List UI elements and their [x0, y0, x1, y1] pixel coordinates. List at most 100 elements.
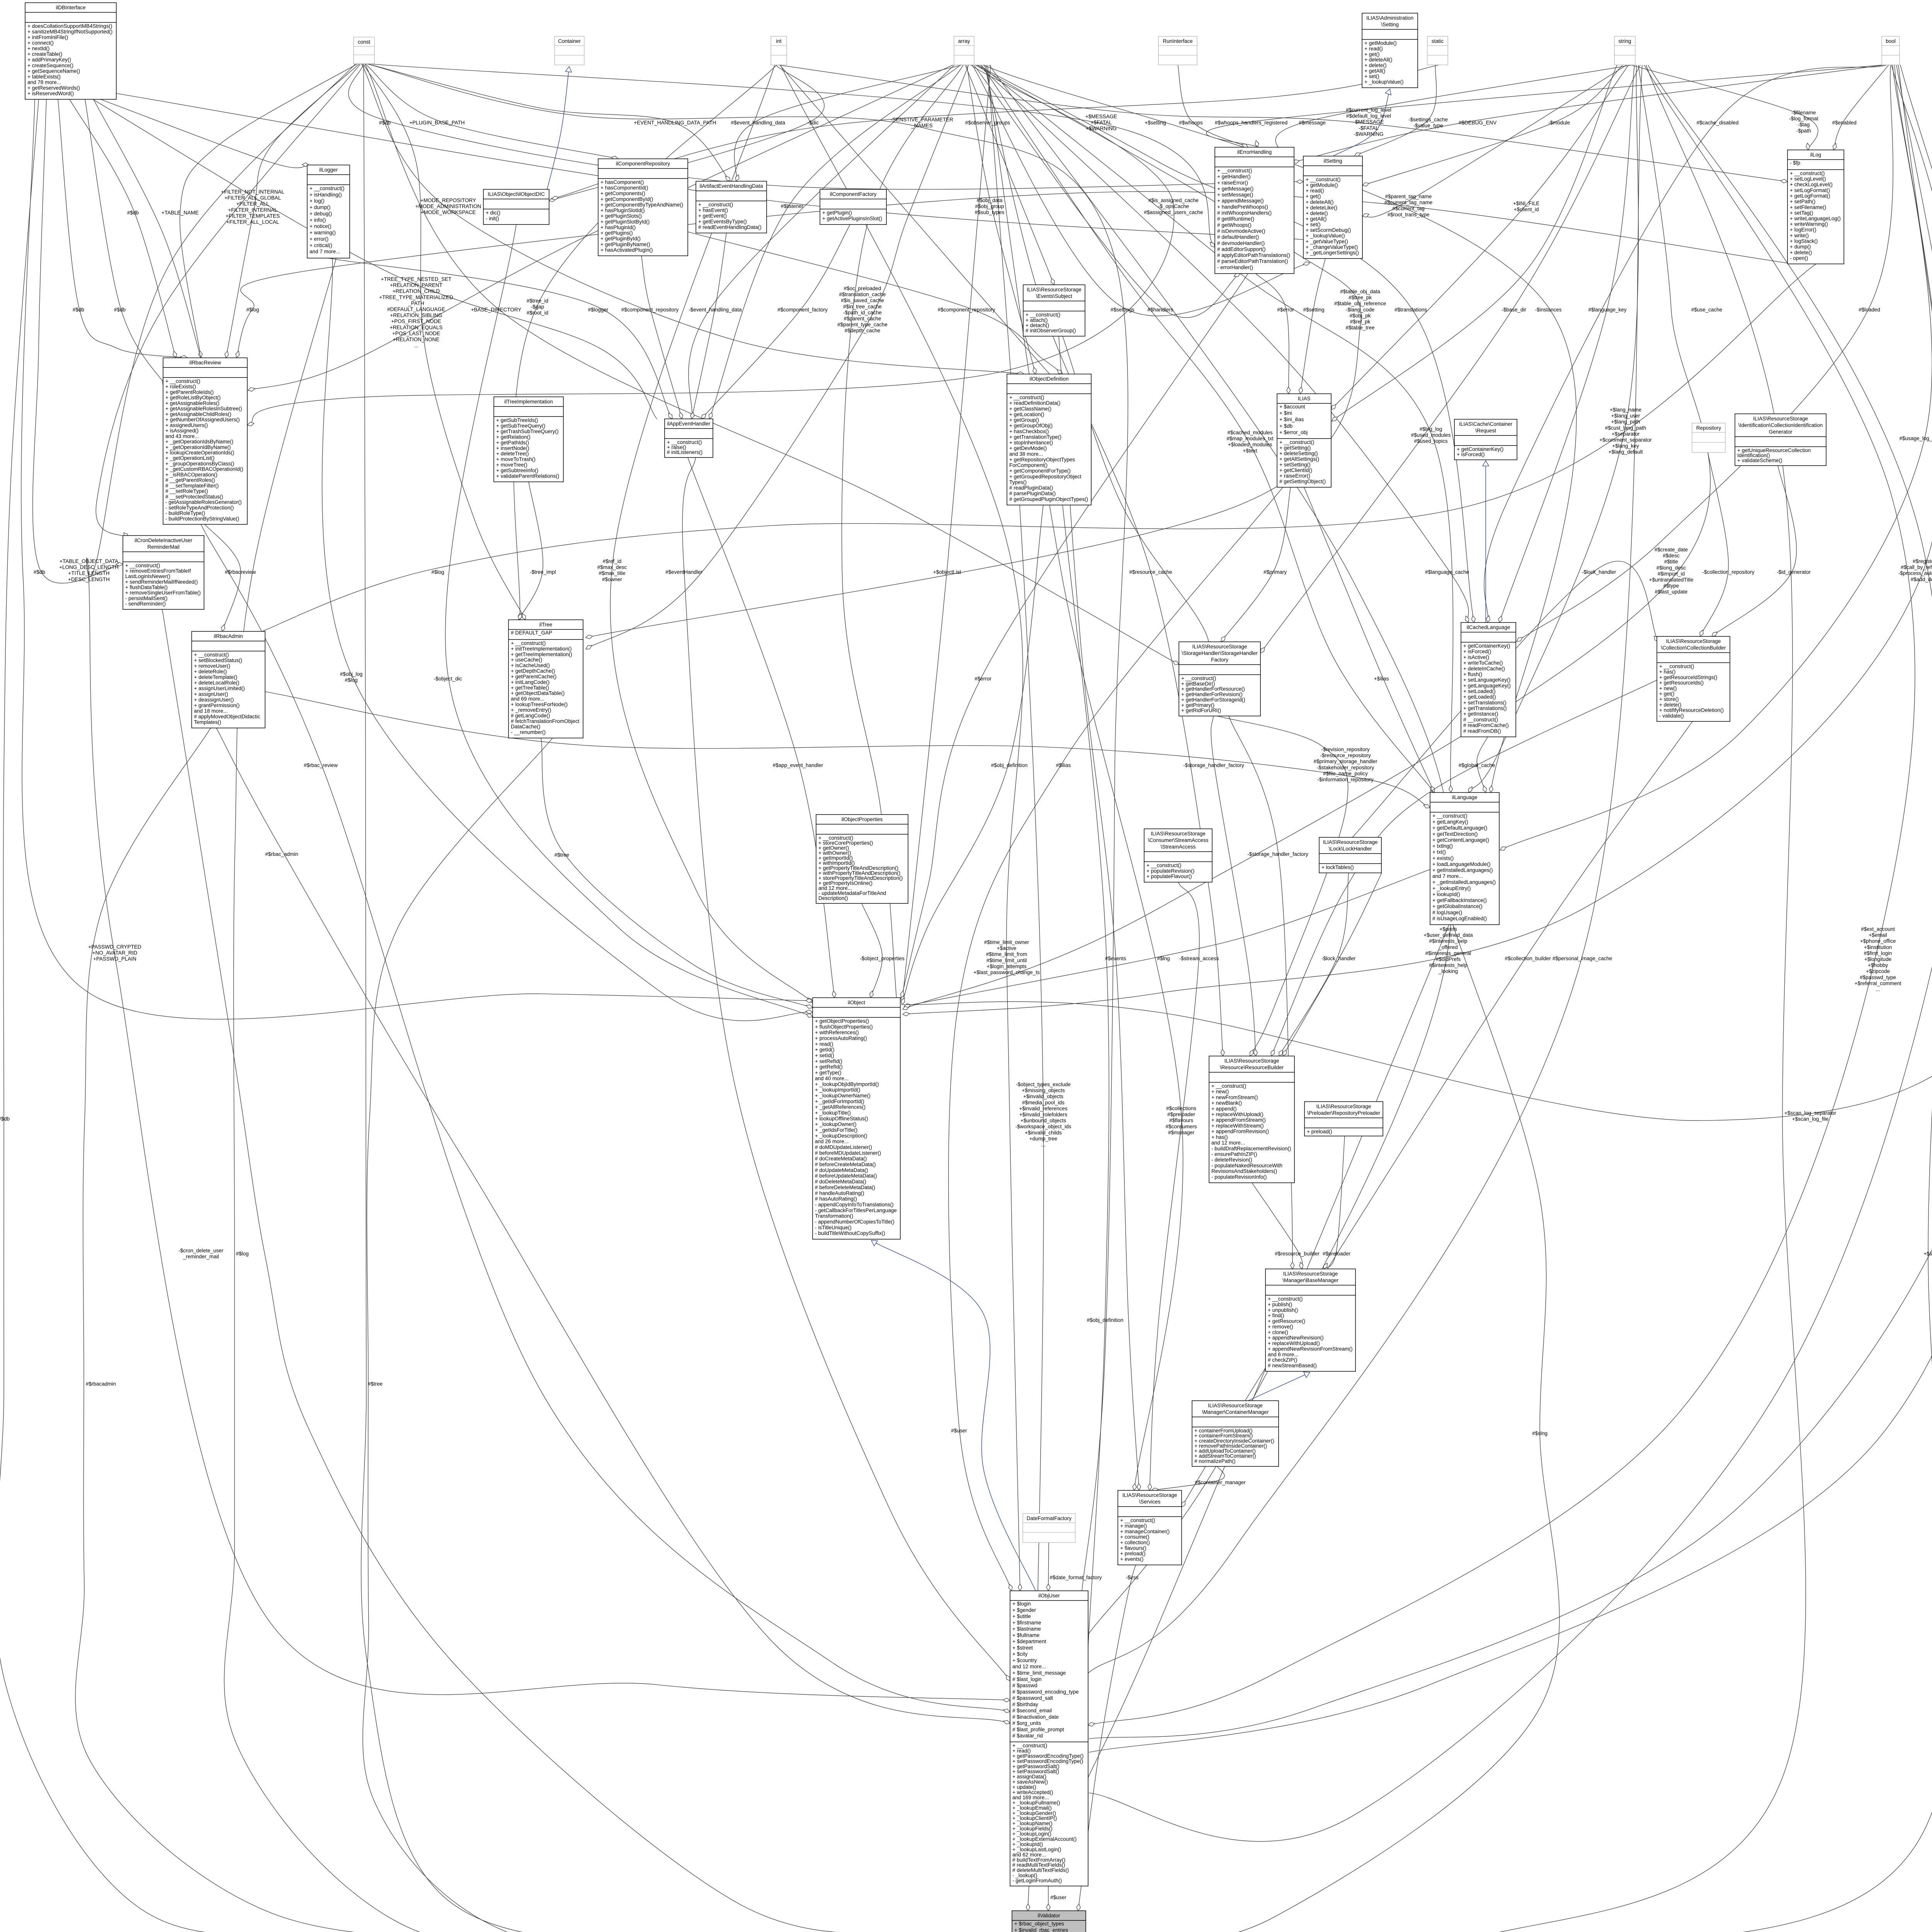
- svg-text:array: array: [958, 38, 970, 44]
- svg-text:-$collection_repository: -$collection_repository: [1702, 569, 1754, 575]
- svg-text:ILIAS\ResourceStorage: ILIAS\ResourceStorage: [1753, 416, 1808, 422]
- svg-text:+ _getIdsForTitle(): + _getIdsForTitle(): [815, 1127, 857, 1133]
- svg-text:ILIAS\ResourceStorage: ILIAS\ResourceStorage: [1323, 839, 1378, 845]
- svg-text:+TREE_TYPE_MATERIALIZED: +TREE_TYPE_MATERIALIZED: [379, 294, 453, 300]
- svg-text:+ hasCheckbox(): + hasCheckbox(): [1009, 429, 1049, 434]
- svg-text:- deleteRevision(): - deleteRevision(): [1211, 1157, 1252, 1163]
- svg-text:+ read(): + read(): [815, 1041, 833, 1047]
- svg-text:- errorHandler(): - errorHandler(): [1217, 264, 1253, 270]
- svg-text:#$slng: #$slng: [1532, 1430, 1548, 1436]
- svg-text:- persistMailSent(): - persistMailSent(): [125, 595, 168, 601]
- svg-text:+ deleteTree(): + deleteTree(): [496, 451, 529, 457]
- svg-text:+ _getLongerSettings(): + _getLongerSettings(): [1306, 250, 1359, 255]
- svg-text:- init(): - init(): [486, 216, 499, 221]
- svg-text:+ getParentCache(): + getParentCache(): [511, 674, 556, 680]
- svg-text:+TABLE_OBJECT_DATA: +TABLE_OBJECT_DATA: [60, 558, 118, 564]
- svg-text:-$tag: -$tag: [1798, 122, 1810, 128]
- svg-text:-$object_types_exclude: -$object_types_exclude: [1016, 1082, 1071, 1087]
- svg-text:#$parent_type_cache: #$parent_type_cache: [837, 322, 888, 328]
- svg-text:+ $invalid_rbac_entries: + $invalid_rbac_entries: [1014, 1927, 1068, 1932]
- svg-text:string: string: [1618, 38, 1631, 44]
- svg-text:# $org_units: # $org_units: [1012, 1720, 1041, 1726]
- svg-text:+ raise(): + raise(): [667, 444, 686, 450]
- svg-text:-$filename: -$filename: [1791, 110, 1816, 116]
- svg-text:+ $department: + $department: [1012, 1639, 1046, 1645]
- svg-text:-$workspace_object_ids: -$workspace_object_ids: [1015, 1124, 1071, 1129]
- svg-text:...: ...: [414, 343, 418, 349]
- svg-text:\Preloader\RepositoryPreloader: \Preloader\RepositoryPreloader: [1307, 1110, 1381, 1116]
- svg-text:+ getSetting(): + getSetting(): [1279, 445, 1311, 451]
- svg-text:+ getModule(): + getModule(): [1364, 40, 1397, 46]
- svg-text:+ __construct(): + __construct(): [310, 185, 344, 191]
- svg-text:#$app_event_handler: #$app_event_handler: [773, 762, 823, 768]
- svg-text:Repository: Repository: [1696, 425, 1721, 431]
- svg-text:DataCache(): DataCache(): [511, 724, 541, 730]
- svg-text:#$setting: #$setting: [1303, 307, 1325, 313]
- svg-text:+$unbound_objects: +$unbound_objects: [1020, 1118, 1066, 1124]
- svg-text:# readEventHandlingData(): # readEventHandlingData(): [698, 224, 762, 230]
- svg-text:+ dump(): + dump(): [1790, 244, 1811, 250]
- svg-text:#$parent_tag_name: #$parent_tag_name: [1385, 194, 1432, 199]
- svg-text:+ setId(): + setId(): [815, 1053, 834, 1058]
- svg-text:-$lock_handler: -$lock_handler: [1321, 956, 1356, 961]
- svg-text:#$lng: #$lng: [1157, 956, 1170, 961]
- svg-text:# logUsage(): # logUsage(): [1432, 910, 1462, 915]
- svg-text:+ writeToCache(): + writeToCache(): [1463, 660, 1503, 666]
- svg-text:# getGroupedPluginObjectTypes(: # getGroupedPluginObjectTypes(): [1009, 496, 1088, 502]
- svg-text:#$obj_data: #$obj_data: [977, 197, 1003, 203]
- svg-text:+$MESSAGE: +$MESSAGE: [1085, 114, 1117, 119]
- svg-text:-$module: -$module: [1548, 120, 1570, 126]
- svg-text:+ writeWarning(): + writeWarning(): [1790, 221, 1828, 227]
- svg-text:+ $time_limit_message: + $time_limit_message: [1012, 1670, 1066, 1676]
- svg-text:Templates(): Templates(): [194, 719, 221, 725]
- svg-text:# $last_login: # $last_login: [1012, 1676, 1042, 1682]
- svg-text:_offered: _offered: [1438, 944, 1458, 950]
- svg-text:-$cron_delete_user: -$cron_delete_user: [179, 1248, 224, 1253]
- svg-text:#$error: #$error: [1277, 307, 1294, 313]
- svg-text:+ deleteAll(): + deleteAll(): [1364, 57, 1392, 63]
- svg-text:+ getComponents(): + getComponents(): [600, 190, 645, 196]
- svg-text:+ getLoaded(): + getLoaded(): [1463, 694, 1496, 700]
- svg-text:ilArtifactEventHandlingData: ilArtifactEventHandlingData: [699, 183, 763, 189]
- svg-text:# initWhoopsHandlers(): # initWhoopsHandlers(): [1217, 210, 1272, 216]
- svg-text:+ containerFromStream(): + containerFromStream(): [1194, 1433, 1253, 1439]
- svg-text:and 18 more...: and 18 more...: [194, 708, 228, 714]
- svg-text:+ getPasswordSalt(): + getPasswordSalt(): [1012, 1764, 1060, 1769]
- svg-text:+ __construct(): + __construct(): [1026, 312, 1060, 318]
- svg-text:+ _changeValueType(): + _changeValueType(): [1306, 244, 1358, 250]
- svg-text:#$in_tree_cache: #$in_tree_cache: [843, 304, 882, 310]
- svg-text:and 6 more...: and 6 more...: [1268, 1352, 1299, 1357]
- svg-text:\StreamAccess: \StreamAccess: [1161, 844, 1196, 850]
- svg-text:#$table_tree: #$table_tree: [1345, 325, 1374, 331]
- svg-text:#$interests_general: #$interests_general: [1425, 950, 1471, 956]
- svg-text:+ getAssignableChildRoles(): + getAssignableChildRoles(): [165, 411, 231, 417]
- svg-text:# doCreateMetaData(): # doCreateMetaData(): [815, 1156, 867, 1162]
- svg-text:+ initTreeImplementation(): + initTreeImplementation(): [511, 646, 571, 651]
- svg-text:+ setPasswordEncodingType(): + setPasswordEncodingType(): [1012, 1758, 1083, 1764]
- svg-text:#$tree_id: #$tree_id: [527, 298, 548, 304]
- svg-text:+POS_LAST_NODE: +POS_LAST_NODE: [392, 330, 440, 336]
- svg-text:#$error: #$error: [975, 676, 992, 682]
- svg-text:#$log: #$log: [431, 569, 444, 575]
- svg-text:+ appendNewRevisionFromStream(: + appendNewRevisionFromStream(): [1268, 1346, 1352, 1352]
- svg-text:+ getMessage(): + getMessage(): [1217, 186, 1253, 192]
- svg-text:+ getPluginSlots(): + getPluginSlots(): [600, 213, 642, 219]
- svg-text:#$ilias: #$ilias: [1056, 762, 1071, 768]
- svg-text:ilLanguage: ilLanguage: [1452, 794, 1477, 800]
- svg-text:+ $street: + $street: [1012, 1645, 1033, 1651]
- svg-text:+ withImportId(): + withImportId(): [818, 860, 855, 866]
- svg-text:+ appendMessage(): + appendMessage(): [1217, 198, 1264, 204]
- svg-text:+ $utitle: + $utitle: [1012, 1614, 1031, 1619]
- svg-text:\Manager\ContainerManager: \Manager\ContainerManager: [1202, 1409, 1269, 1415]
- svg-text:+NO_AVATAR_RID: +NO_AVATAR_RID: [92, 950, 138, 956]
- svg-text:\Manager\BaseManager: \Manager\BaseManager: [1282, 1277, 1338, 1283]
- svg-text:+ flushObjectProperties(): + flushObjectProperties(): [815, 1024, 873, 1030]
- svg-text:+$lang_name: +$lang_name: [1610, 407, 1641, 413]
- svg-text:+ lookupOfflineStatus(): + lookupOfflineStatus(): [815, 1116, 868, 1121]
- svg-text:#$tree: #$tree: [368, 1381, 383, 1387]
- svg-text:+ replaceWithUpload(): + replaceWithUpload(): [1211, 1112, 1264, 1117]
- svg-text:# __setProtectedStatus(): # __setProtectedStatus(): [165, 494, 223, 500]
- svg-text:+$client_id: +$client_id: [1514, 207, 1539, 213]
- svg-text:bool: bool: [1886, 38, 1896, 44]
- svg-text:#$cached_modules: #$cached_modules: [1227, 430, 1272, 435]
